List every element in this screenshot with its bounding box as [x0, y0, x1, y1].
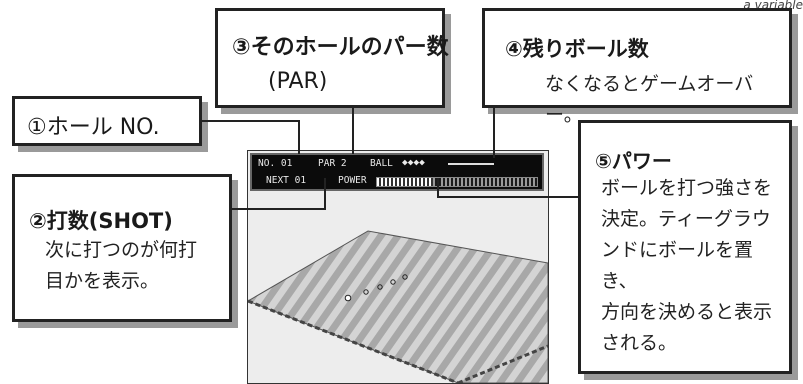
callout-shot-line1: 次に打つのが何打	[45, 239, 198, 261]
callout-balls-desc: なくなるとゲームオーバー。	[545, 73, 754, 126]
hud-par: PAR 2	[318, 158, 347, 169]
callout-balls: ④残りボール数 なくなるとゲームオーバー。	[482, 8, 792, 126]
callout-shot-desc: 次に打つのが何打 目かを表示。	[45, 235, 197, 297]
callout-power: ⑤パワー ボールを打つ強さを 決定。ティーグラウ ンドにボールを置き、 方向を決…	[578, 120, 792, 374]
leader-balls	[493, 108, 495, 158]
leader-hole-no	[202, 120, 300, 122]
leader-hole-no-v	[298, 120, 300, 154]
aim-dot	[363, 289, 369, 295]
hud-ball-bar	[448, 163, 494, 165]
golf-ball	[344, 294, 352, 302]
aim-dot	[402, 274, 408, 280]
callout-par: ③そのホールのパー数 (PAR)	[215, 8, 449, 108]
leader-par	[352, 108, 354, 154]
callout-shot-line2: 目かを表示。	[45, 270, 160, 292]
leader-power	[437, 196, 578, 198]
game-screen: NO. 01 PAR 2 BALL ◆◆◆◆ NEXT 01 POWER	[247, 150, 549, 384]
callout-balls-title: ④残りボール数	[505, 37, 649, 61]
callout-shot: ②打数(SHOT) 次に打つのが何打 目かを表示。	[12, 174, 232, 322]
hud-hole: NO. 01	[258, 158, 293, 169]
hud-power-track	[376, 177, 538, 187]
callout-par-title: ③そのホールのパー数	[232, 35, 449, 60]
leader-power-v	[437, 178, 439, 198]
callout-par-sub: (PAR)	[268, 69, 328, 94]
hud-power-label: POWER	[338, 175, 367, 186]
fairway-edge	[248, 299, 459, 383]
callout-power-title: ⑤パワー	[595, 149, 672, 173]
leader-shot-v	[324, 178, 326, 210]
callout-power-line5: される。	[601, 332, 678, 354]
callout-power-desc: ボールを打つ強さを 決定。ティーグラウ ンドにボールを置き、 方向を決めると表示…	[601, 173, 789, 359]
callout-power-line4: 方向を決めると表示	[601, 301, 773, 323]
hud-power-fill	[377, 178, 433, 186]
callout-power-line2: 決定。ティーグラウ	[601, 208, 771, 230]
callout-power-line1: ボールを打つ強さを	[601, 177, 773, 199]
hud-ball-label: BALL	[370, 158, 393, 169]
callout-shot-title: ②打数(SHOT)	[29, 209, 173, 233]
callout-power-line3: ンドにボールを置き、	[601, 239, 754, 292]
fairway-edge-right	[457, 344, 548, 383]
callout-hole-no-title: ①ホール NO.	[27, 115, 160, 140]
callout-hole-no: ①ホール NO.	[12, 96, 202, 146]
hud-ball-icons: ◆◆◆◆	[402, 157, 425, 168]
leader-shot	[232, 208, 326, 210]
hud-next: NEXT 01	[266, 175, 307, 186]
game-hud: NO. 01 PAR 2 BALL ◆◆◆◆ NEXT 01 POWER	[250, 153, 544, 191]
aim-dot	[377, 284, 383, 290]
aim-dot	[390, 279, 396, 285]
